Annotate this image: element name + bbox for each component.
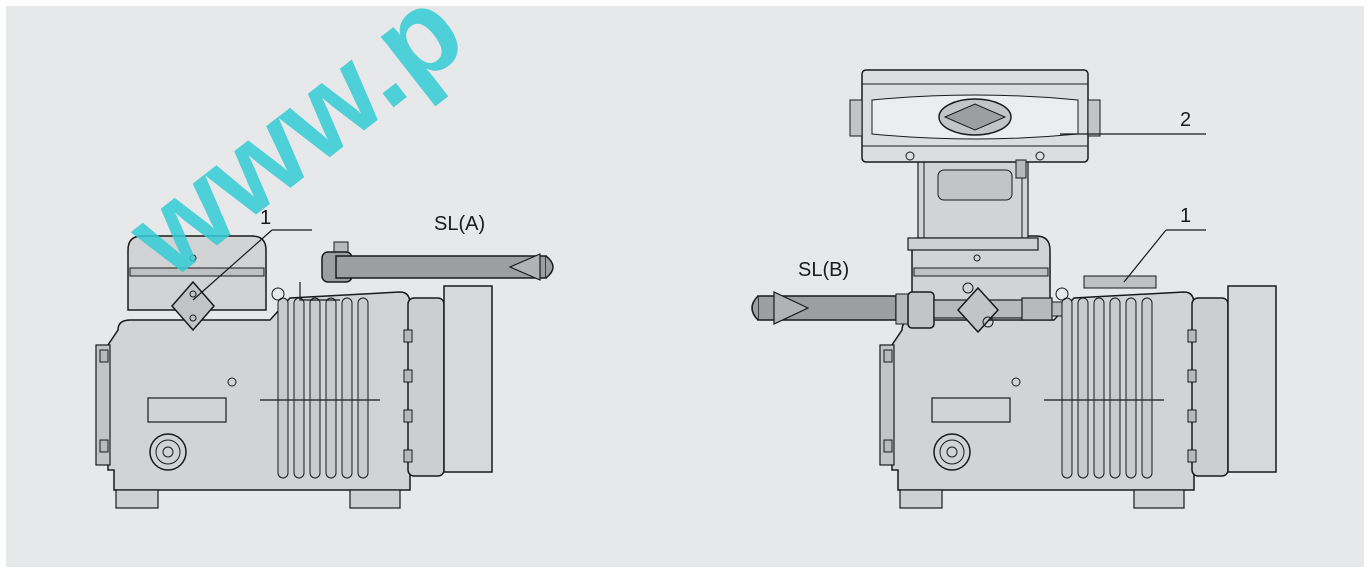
suction-valve-right (751, 282, 1063, 334)
callout-1-left: 1 (192, 207, 312, 301)
suction-line-label-a: SL(A) (434, 213, 485, 235)
callout-number: 1 (1180, 205, 1191, 227)
compressor-right (879, 235, 1277, 509)
compressor-left (95, 235, 493, 509)
callout-2: 2 (1060, 109, 1206, 135)
callout-number: 1 (260, 207, 271, 229)
callout-number: 2 (1180, 109, 1191, 131)
suction-line-label-b: SL(B) (798, 259, 849, 281)
suction-pipe-left (299, 241, 554, 301)
flow-arrow-left (508, 253, 541, 281)
fan-unit (849, 69, 1101, 251)
callout-1-right: 1 (1083, 205, 1206, 289)
flow-arrow-right (773, 291, 810, 325)
cover-plate-left (171, 280, 215, 332)
